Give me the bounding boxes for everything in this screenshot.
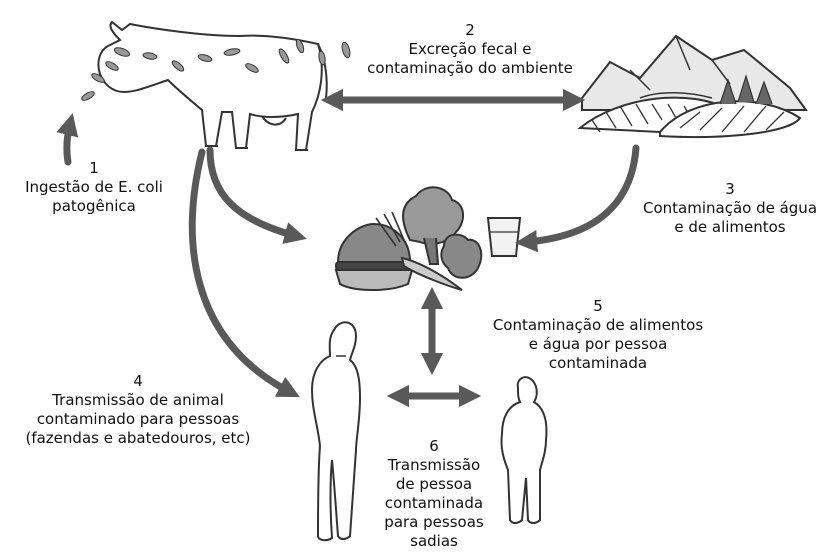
step-number: 1 [14,159,174,178]
step-5-label: 5 Contaminação de alimentos e água por p… [478,297,718,373]
cow-icon [98,22,326,150]
arrow-water-food-contamination [526,148,636,242]
step-1-label: 1 Ingestão de E. coli patogênica [14,159,174,216]
step-text-line: Transmissão [364,456,504,475]
step-6-label: 6 Transmissão de pessoa contaminada para… [364,437,504,551]
step-number: 6 [364,437,504,456]
landscape-icon [580,36,806,137]
child-icon [501,377,546,523]
step-text-line: contaminação do ambiente [355,59,585,78]
step-text-line: contaminada [478,354,718,373]
step-4-label: 4 Transmissão de animal contaminado para… [4,372,272,448]
arrow-cow-to-food [210,150,296,236]
woman-icon [312,322,360,540]
step-number: 2 [355,21,585,40]
step-text-line: patogênica [14,197,174,216]
step-number: 3 [630,180,830,199]
step-text-line: Ingestão de E. coli [14,178,174,197]
step-text-line: e de alimentos [630,218,830,237]
step-text-line: contaminada [364,494,504,513]
step-text-line: para pessoas [364,513,504,532]
step-text-line: e água por pessoa [478,335,718,354]
step-text-line: Transmissão de animal [4,391,272,410]
step-text-line: Excreção fecal e [355,40,585,59]
step-text-line: Contaminação de alimentos [478,316,718,335]
step-text-line: Contaminação de água [630,199,830,218]
step-text-line: sadias [364,532,504,551]
step-text-line: de pessoa [364,475,504,494]
step-3-label: 3 Contaminação de água e de alimentos [630,180,830,237]
arrow-animal-to-people [192,152,290,392]
step-text-line: contaminado para pessoas [4,410,272,429]
step-2-label: 2 Excreção fecal e contaminação do ambie… [355,21,585,78]
step-text-line: (fazendas e abatedouros, etc) [4,429,272,448]
step-number: 4 [4,372,272,391]
step-number: 5 [478,297,718,316]
food-icon [336,187,520,290]
arrow-ingestion [67,124,70,162]
